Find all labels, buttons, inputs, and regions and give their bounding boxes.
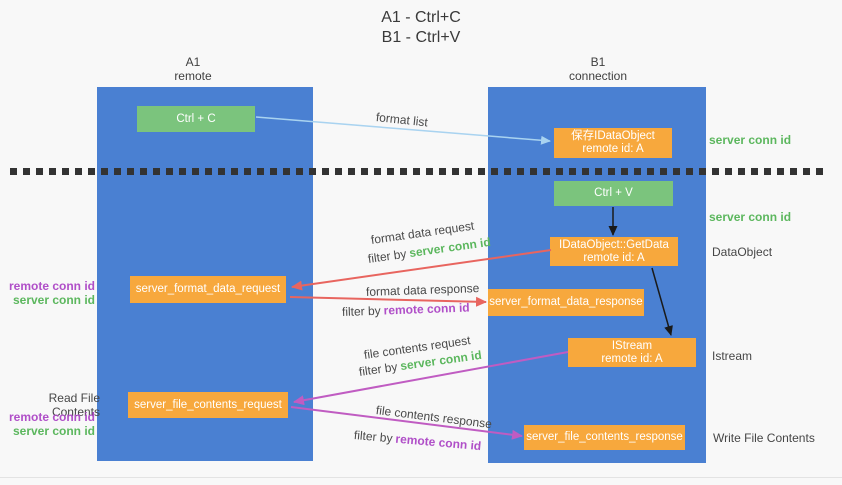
lane-a-header: A1 remote: [133, 55, 253, 83]
lane-a-id: A1: [185, 55, 201, 69]
node-save-line-1: 保存IDataObject: [571, 130, 655, 142]
node-server-format-data-response: server_format_data_response: [488, 289, 644, 316]
title-line-2: B1 - Ctrl+V: [381, 29, 461, 46]
dashed-divider: [10, 168, 824, 175]
annotation-read-file-contents: Read File Contents: [48, 391, 100, 419]
label-format-list: format list: [375, 110, 429, 130]
label-file-contents-response: file contents response: [375, 403, 493, 432]
node-ctrl-v: Ctrl + V: [554, 181, 673, 206]
server-conn-id-text: server conn id: [12, 424, 95, 438]
node-save-line-2: remote id: A: [582, 143, 644, 155]
remote-conn-id-text: remote conn id: [383, 300, 470, 318]
remote-conn-id-text: remote conn id: [8, 410, 95, 424]
remote-conn-id-text: remote conn id: [394, 431, 482, 454]
node-server-file-contents-request: server_file_contents_request: [128, 392, 288, 418]
node-file-request-label: server_file_contents_request: [134, 398, 282, 411]
annotation-server-conn-id-right-2: server conn id: [709, 210, 792, 224]
lane-b-id: B1: [590, 55, 606, 69]
node-idataobject-getdata: IDataObject::GetData remote id: A: [550, 237, 678, 266]
node-ctrl-v-label: Ctrl + V: [594, 187, 633, 199]
node-save-dataobject: 保存IDataObject remote id: A: [554, 128, 672, 158]
label-format-data-response: format data response: [365, 281, 480, 299]
annotation-write-file-contents: Write File Contents: [713, 431, 815, 445]
node-getdata-line-1: IDataObject::GetData: [559, 238, 669, 251]
lane-b-header: B1 connection: [538, 55, 658, 83]
annotation-conn-ids-left-2: remote conn id server conn id: [0, 410, 95, 438]
diagram-title: A1 - Ctrl+C B1 - Ctrl+V: [0, 8, 842, 48]
filter-by-text: filter by: [358, 359, 399, 379]
title-line-1: A1 - Ctrl+C: [381, 9, 461, 26]
filter-by-text: filter by: [341, 303, 381, 319]
remote-conn-id-text: remote conn id: [8, 279, 95, 293]
node-format-response-label: server_format_data_response: [489, 296, 643, 308]
lane-a-subtitle: remote: [174, 69, 212, 83]
node-file-response-label: server_file_contents_response: [526, 431, 683, 443]
node-istream-line-2: remote id: A: [601, 352, 663, 365]
annotation-dataobject: DataObject: [712, 245, 773, 259]
node-server-file-contents-response: server_file_contents_response: [524, 425, 685, 450]
node-format-request-label: server_format_data_request: [135, 283, 281, 295]
filter-by-text: filter by: [367, 246, 408, 266]
annotation-server-conn-id-right-1: server conn id: [709, 133, 792, 147]
node-ctrl-c-label: Ctrl + C: [176, 112, 216, 125]
filter-by-text: filter by: [353, 428, 394, 446]
bottom-edge-line: [0, 477, 842, 478]
node-server-format-data-request: server_format_data_request: [130, 276, 286, 303]
node-ctrl-c: Ctrl + C: [137, 106, 255, 132]
node-istream-line-1: IStream: [611, 339, 653, 352]
annotation-conn-ids-left-1: remote conn id server conn id: [0, 279, 95, 307]
node-getdata-line-2: remote id: A: [583, 251, 645, 264]
node-istream: IStream remote id: A: [568, 338, 696, 367]
server-conn-id-text: server conn id: [12, 293, 95, 307]
annotation-istream: Istream: [712, 349, 753, 363]
lane-b-subtitle: connection: [568, 69, 628, 83]
